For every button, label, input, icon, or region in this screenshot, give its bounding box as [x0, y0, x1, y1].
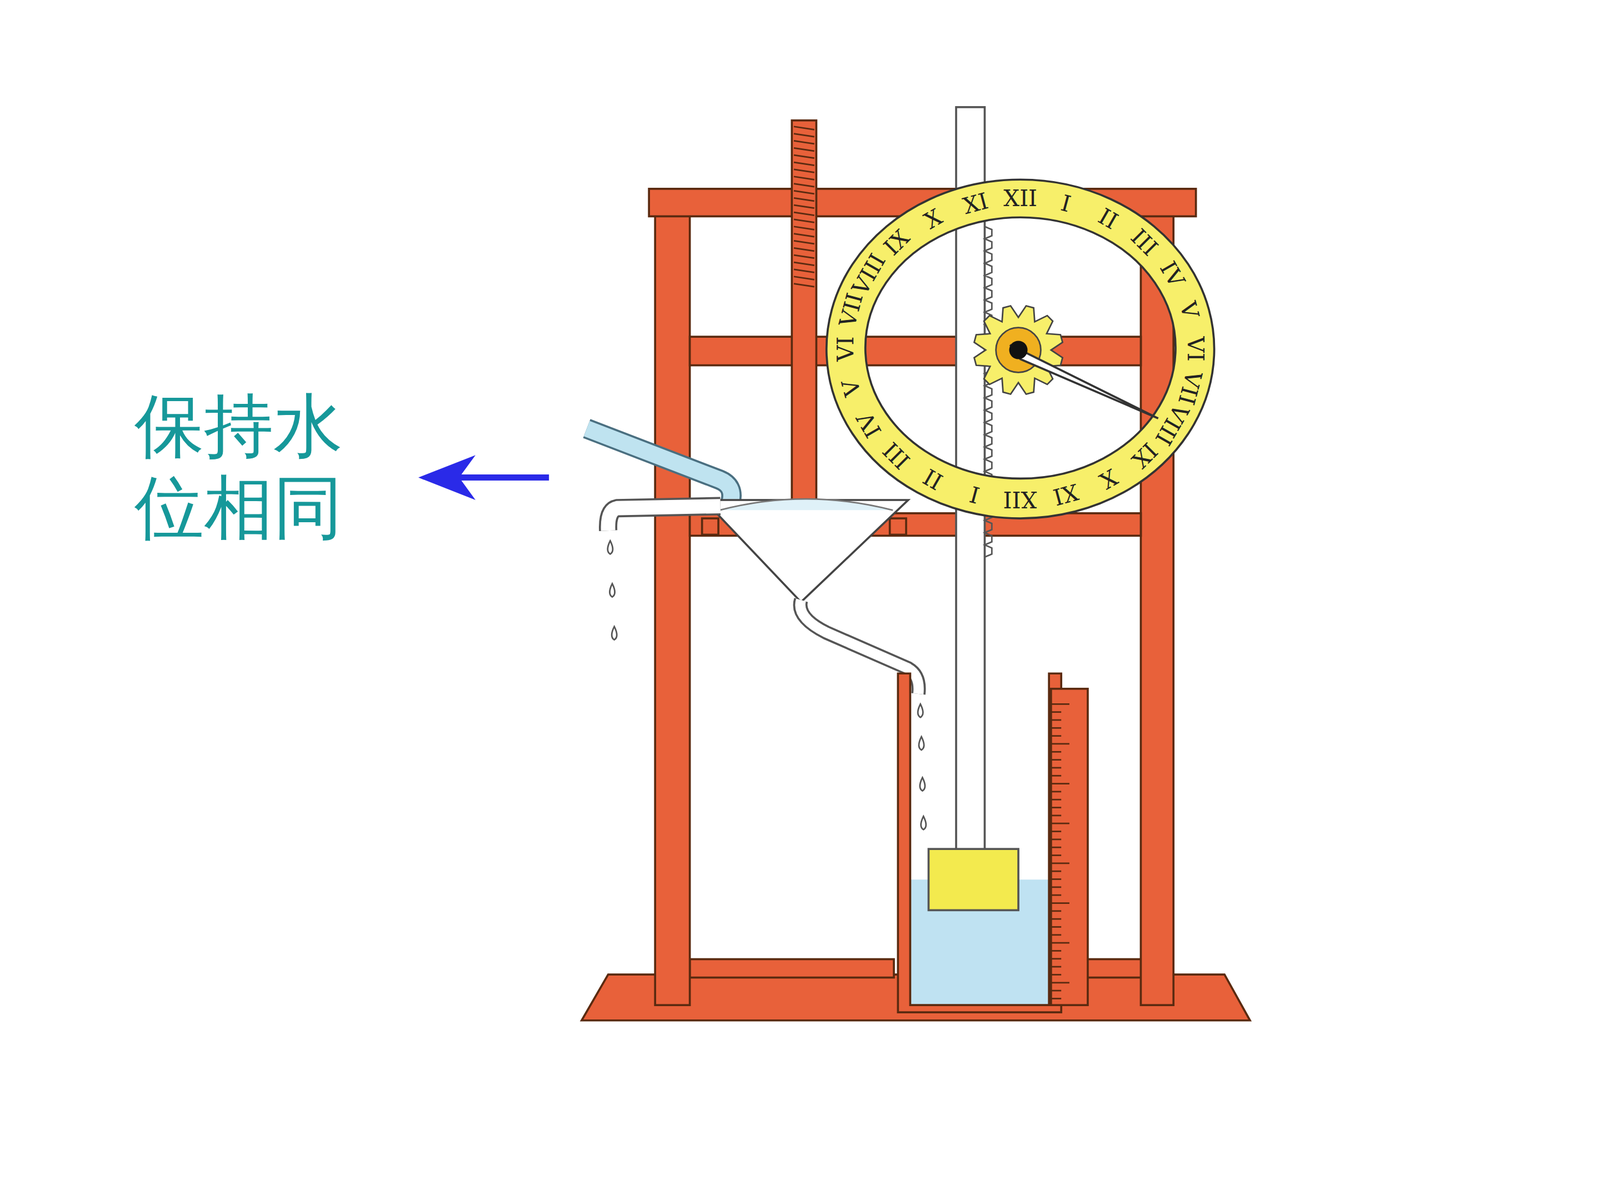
scale-tick	[1051, 933, 1062, 936]
inflow-pipe-outline	[586, 428, 732, 502]
callout-arrowhead	[418, 455, 476, 500]
frame-leg	[1140, 209, 1174, 1006]
scale-tick	[1051, 910, 1062, 912]
screw-thread	[793, 133, 815, 138]
scale-tick	[1051, 973, 1062, 976]
overflow-pipe	[608, 506, 721, 531]
scale-tick	[1051, 719, 1062, 722]
screw-thread	[793, 183, 815, 188]
screw-thread	[793, 147, 815, 152]
screw-thread	[793, 219, 815, 223]
scale-tick	[1051, 997, 1062, 1000]
water-drops	[607, 540, 927, 830]
screw-thread	[793, 140, 815, 144]
float	[928, 848, 1019, 910]
scale-tick	[1051, 886, 1062, 888]
scale-tick	[1051, 791, 1062, 793]
screw-thread	[793, 276, 815, 280]
screw-thread	[793, 169, 815, 173]
scale-tick	[1051, 870, 1062, 873]
screw-thread	[793, 255, 815, 259]
screw-thread	[793, 126, 815, 130]
scale-tick	[1051, 711, 1062, 713]
scale-tick	[1051, 758, 1062, 761]
dial-numeral: VI	[834, 336, 857, 362]
clamp	[702, 518, 719, 535]
clamp	[890, 518, 907, 535]
screw-thread	[793, 205, 815, 209]
gear-axle	[1009, 340, 1028, 359]
scale-tick	[1051, 846, 1062, 849]
funnel	[703, 500, 908, 603]
scale-tick	[1051, 862, 1070, 865]
callout-arrow	[446, 474, 549, 481]
callout-note: 保持水 位相同	[134, 385, 359, 550]
scale-tick	[1051, 990, 1062, 992]
screw-thread	[793, 226, 815, 230]
scale-tick	[1051, 838, 1062, 841]
scale-tick	[1051, 894, 1062, 897]
cross-bar	[690, 336, 1142, 365]
scale-tick	[1051, 806, 1062, 809]
dial-numeral: VI	[1183, 336, 1207, 362]
scale-tick	[1051, 767, 1062, 769]
scale-tick	[1051, 751, 1062, 753]
scale-tick	[1051, 981, 1070, 984]
scale-tick	[1051, 703, 1070, 705]
screw-thread	[793, 269, 815, 273]
screw-thread	[793, 197, 815, 202]
scale-tick	[1051, 966, 1062, 968]
dial-numeral: XII	[1003, 487, 1038, 510]
scale-tick	[1051, 902, 1070, 904]
screw-thread	[793, 162, 815, 166]
dial-numeral: XII	[1003, 187, 1038, 210]
screw-thread	[793, 190, 815, 194]
clock-hand	[1010, 345, 1158, 419]
scale-tick	[1051, 815, 1062, 817]
screw-thread	[793, 176, 815, 180]
inflow-pipe	[586, 428, 732, 502]
scale-tick	[1051, 822, 1070, 825]
screw-thread	[793, 233, 815, 238]
funnel-water	[719, 498, 893, 510]
screw-thread	[793, 283, 815, 288]
scale-tick	[1051, 957, 1062, 960]
base-platform	[690, 959, 894, 978]
screw-thread	[793, 212, 815, 216]
screw-thread	[793, 247, 815, 252]
dial-ring	[826, 179, 1215, 519]
scale-tick	[1051, 775, 1062, 777]
scale-ruler	[1051, 688, 1088, 1005]
scale-tick	[1051, 854, 1062, 857]
scale-tick	[1051, 926, 1062, 928]
scale-tick	[1051, 942, 1070, 944]
scale-tick	[1051, 782, 1070, 785]
screw-thread	[793, 262, 815, 266]
scale-tick	[1051, 878, 1062, 880]
scale-tick	[1051, 798, 1062, 801]
scale-tick	[1051, 830, 1062, 833]
scale-tick	[1051, 743, 1070, 745]
scale-tick	[1051, 950, 1062, 952]
scale-tick	[1051, 727, 1062, 729]
overflow-pipe-outline	[608, 506, 721, 531]
screw-thread	[793, 155, 815, 159]
scale-tick	[1051, 735, 1062, 737]
gear	[974, 305, 1063, 394]
threaded-rod	[791, 120, 817, 511]
screw-thread	[793, 240, 815, 244]
frame-leg	[655, 209, 690, 1006]
scale-tick	[1051, 918, 1062, 920]
